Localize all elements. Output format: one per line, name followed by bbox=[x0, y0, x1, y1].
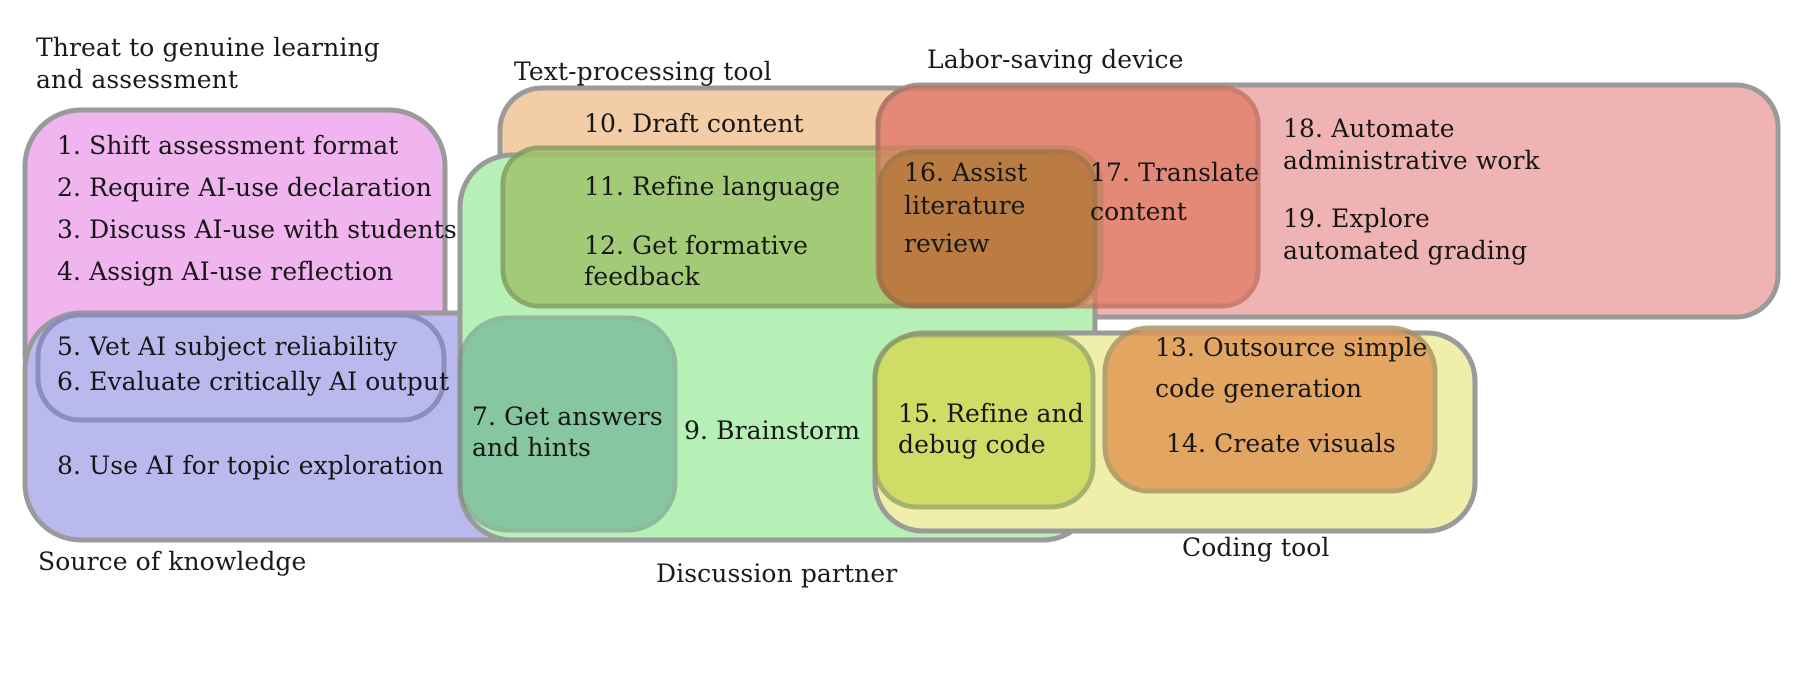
item-12-line1: 12. Get formative bbox=[584, 231, 808, 260]
item-13-line1: 13. Outsource simple bbox=[1155, 333, 1428, 362]
set-label-discussion-partner: Discussion partner bbox=[656, 559, 898, 588]
overlap-source-discussion bbox=[457, 315, 678, 533]
overlap-discussion-coding bbox=[872, 332, 1096, 510]
item-9: 9. Brainstorm bbox=[684, 416, 861, 445]
item-12-line2: feedback bbox=[584, 262, 700, 291]
item-14: 14. Create visuals bbox=[1166, 429, 1396, 458]
overlap-threat-source bbox=[35, 312, 447, 423]
item-13-line2: code generation bbox=[1155, 374, 1363, 403]
set-label-threat: Threat to genuine learning and assessmen… bbox=[36, 33, 380, 94]
set-label-source-of-knowledge: Source of knowledge bbox=[38, 547, 307, 576]
set-label-coding-tool: Coding tool bbox=[1182, 533, 1330, 562]
item-17-line1: 17. Translate bbox=[1090, 158, 1260, 187]
item-16-line1: 16. Assist bbox=[904, 158, 1028, 187]
item-5: 5. Vet AI subject reliability bbox=[57, 332, 398, 361]
item-3: 3. Discuss AI-use with students bbox=[57, 215, 457, 244]
item-15-line2: debug code bbox=[898, 430, 1046, 459]
item-2: 2. Require AI-use declaration bbox=[57, 173, 432, 202]
item-1: 1. Shift assessment format bbox=[57, 131, 399, 160]
item-18-line1: 18. Automate bbox=[1283, 114, 1455, 143]
set-label-labor-saving: Labor-saving device bbox=[927, 45, 1184, 74]
item-8: 8. Use AI for topic exploration bbox=[57, 451, 444, 480]
item-10: 10. Draft content bbox=[584, 109, 804, 138]
item-15-line1: 15. Refine and bbox=[898, 399, 1084, 428]
item-16-line3: review bbox=[904, 229, 990, 258]
item-7-line2: and hints bbox=[472, 433, 591, 462]
overlap-coding-labor bbox=[1102, 325, 1438, 494]
item-16-line2: literature bbox=[904, 191, 1026, 220]
overlap-text-discussion-labor bbox=[877, 149, 1098, 309]
item-6: 6. Evaluate critically AI output bbox=[57, 367, 450, 396]
item-4: 4. Assign AI-use reflection bbox=[57, 257, 394, 286]
item-17-line2: content bbox=[1090, 197, 1187, 226]
item-18-line2: administrative work bbox=[1283, 146, 1540, 175]
set-label-text-processing: Text-processing tool bbox=[514, 57, 772, 86]
item-7-line1: 7. Get answers bbox=[472, 402, 663, 431]
item-19-line2: automated grading bbox=[1283, 236, 1528, 265]
item-11: 11. Refine language bbox=[584, 172, 841, 201]
item-19-line1: 19. Explore bbox=[1283, 204, 1430, 233]
